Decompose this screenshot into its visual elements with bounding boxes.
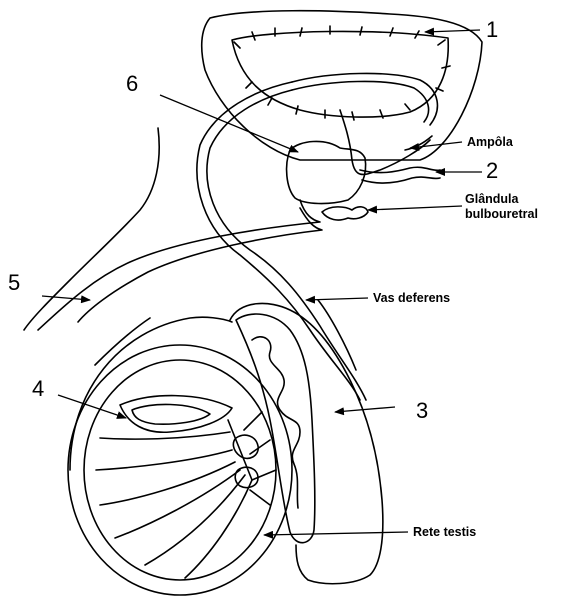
arrow-glandula: [368, 206, 462, 210]
number-5: 5: [8, 270, 20, 295]
body-outline: [24, 128, 159, 365]
label-glandula-line1: Glândula: [465, 192, 520, 206]
epididymis: [236, 314, 315, 543]
number-3: 3: [416, 398, 428, 423]
label-rete-testis: Rete testis: [413, 525, 476, 539]
label-glandula-line2: bulbouretral: [465, 207, 538, 221]
leader-arrows: [42, 30, 482, 535]
number-4: 4: [32, 376, 44, 401]
bladder: [202, 11, 482, 160]
number-6: 6: [126, 71, 138, 96]
arrow-4: [58, 395, 126, 418]
scrotum: [70, 317, 232, 470]
vas-deferens: [197, 73, 437, 400]
arrow-6: [160, 95, 298, 152]
number-1: 1: [486, 17, 498, 42]
arrow-3: [335, 407, 395, 412]
arrow-rete-testis: [264, 532, 408, 535]
testis: [68, 345, 292, 595]
bulbourethral-gland: [322, 207, 368, 220]
number-2: 2: [486, 158, 498, 183]
label-vas-deferens: Vas deferens: [373, 291, 450, 305]
prostate: [287, 141, 366, 203]
label-ampola: Ampôla: [467, 135, 514, 149]
arrow-5: [42, 296, 90, 300]
arrow-vas-deferens: [306, 298, 368, 300]
urethra: [38, 200, 322, 330]
